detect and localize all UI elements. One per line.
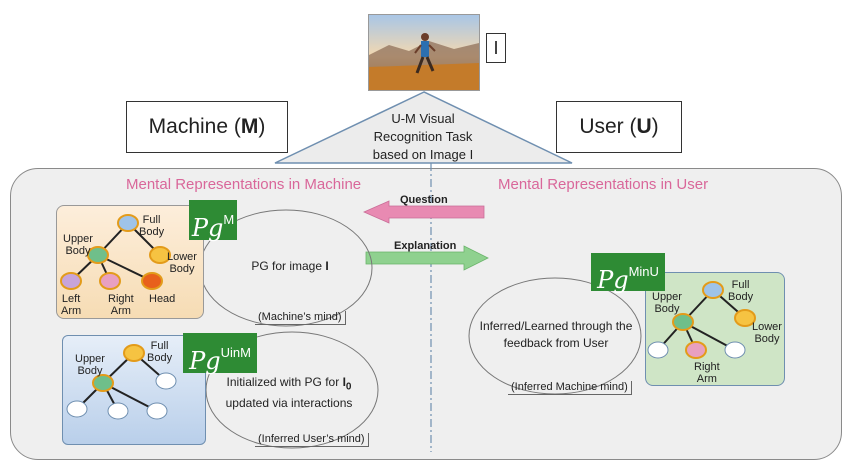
inferred-machine-text: Inferred/Learned through the feedback fr… [468,318,644,352]
full-body-node [117,214,139,232]
task-line-1: U-M Visual [391,111,455,126]
machine-section-title: Mental Representations in Machine [126,176,362,193]
machine-label-bold: M [240,115,259,138]
machine-tree-edges [60,214,171,290]
user-label-bold: U [636,115,652,138]
user-mind-line-1: Initialized with PG for I0 [226,375,352,393]
minu-lower-node [734,309,756,327]
machine-mind-caption: (Machine’s mind) [255,311,346,325]
pg-m-sup: M [223,212,235,227]
minu-right-arm-node [685,341,707,359]
pg-m-base: Pg [191,214,224,242]
minu-empty-node [724,341,746,359]
user-mind-ellipse [205,331,379,449]
runner-photo [368,14,480,91]
explanation-label: Explanation [394,240,457,252]
task-line-3: based on Image I [372,147,474,162]
pg-uinm-base: Pg [189,347,221,375]
uinm-upper-node [92,374,114,392]
user-label-post: ) [651,115,659,138]
inferred-machine-caption: (Inferred Machine mind) [508,381,632,395]
image-i-label: I [486,33,506,63]
machine-mind-text-bold: I [325,259,329,273]
pg-minu-badge: PgMinU [591,253,665,294]
uinm-empty-node [155,372,177,390]
left-arm-node [60,272,82,290]
head-node [141,272,163,290]
minu-upper-node [672,313,694,331]
pg-minu-sup: MinU [628,264,659,279]
uinm-empty-node [107,402,129,420]
user-mind-line-2: updated via interactions [225,396,353,411]
uinm-full-node [123,344,145,362]
inferred-machine-line-2: feedback from User [503,336,609,350]
tree-m-head-label: Head [149,293,176,305]
user-mind-caption: (Inferred User’s mind) [255,433,369,447]
right-arm-node [99,272,121,290]
uinm-empty-node [66,400,88,418]
user-section-title: Mental Representations in User [498,176,709,193]
user-tree-edges [66,344,177,420]
machine-mind-text-pre: PG for image [251,259,326,273]
task-line-2: Recognition Task [373,129,473,144]
question-arrow [363,200,485,224]
explanation-arrow [365,245,489,271]
pg-uinm-badge: PgUinM [183,333,257,375]
user-label-box: User (U) [556,101,682,153]
task-description: U-M Visual Recognition Task based on Ima… [348,110,498,164]
machine-label-box: Machine (M) [126,101,288,153]
uinm-empty-node [146,402,168,420]
user-label-pre: User ( [579,115,637,138]
pg-minu-base: Pg [597,266,629,294]
inferred-machine-line-1: Inferred/Learned through the [479,319,633,333]
lower-body-node [149,246,171,264]
pg-uinm-sup: UinM [220,345,251,360]
upper-body-node [87,246,109,264]
minu-empty-node [647,341,669,359]
machine-label-post: ) [258,115,266,138]
pg-m-badge: PgM [189,200,237,242]
machine-mind-text: PG for image I [230,258,350,275]
minu-tree-edges [647,281,756,359]
user-mind-text: Initialized with PG for I0 updated via i… [214,374,364,412]
question-label: Question [400,194,448,206]
machine-label-pre: Machine ( [148,115,241,138]
minu-full-node [702,281,724,299]
